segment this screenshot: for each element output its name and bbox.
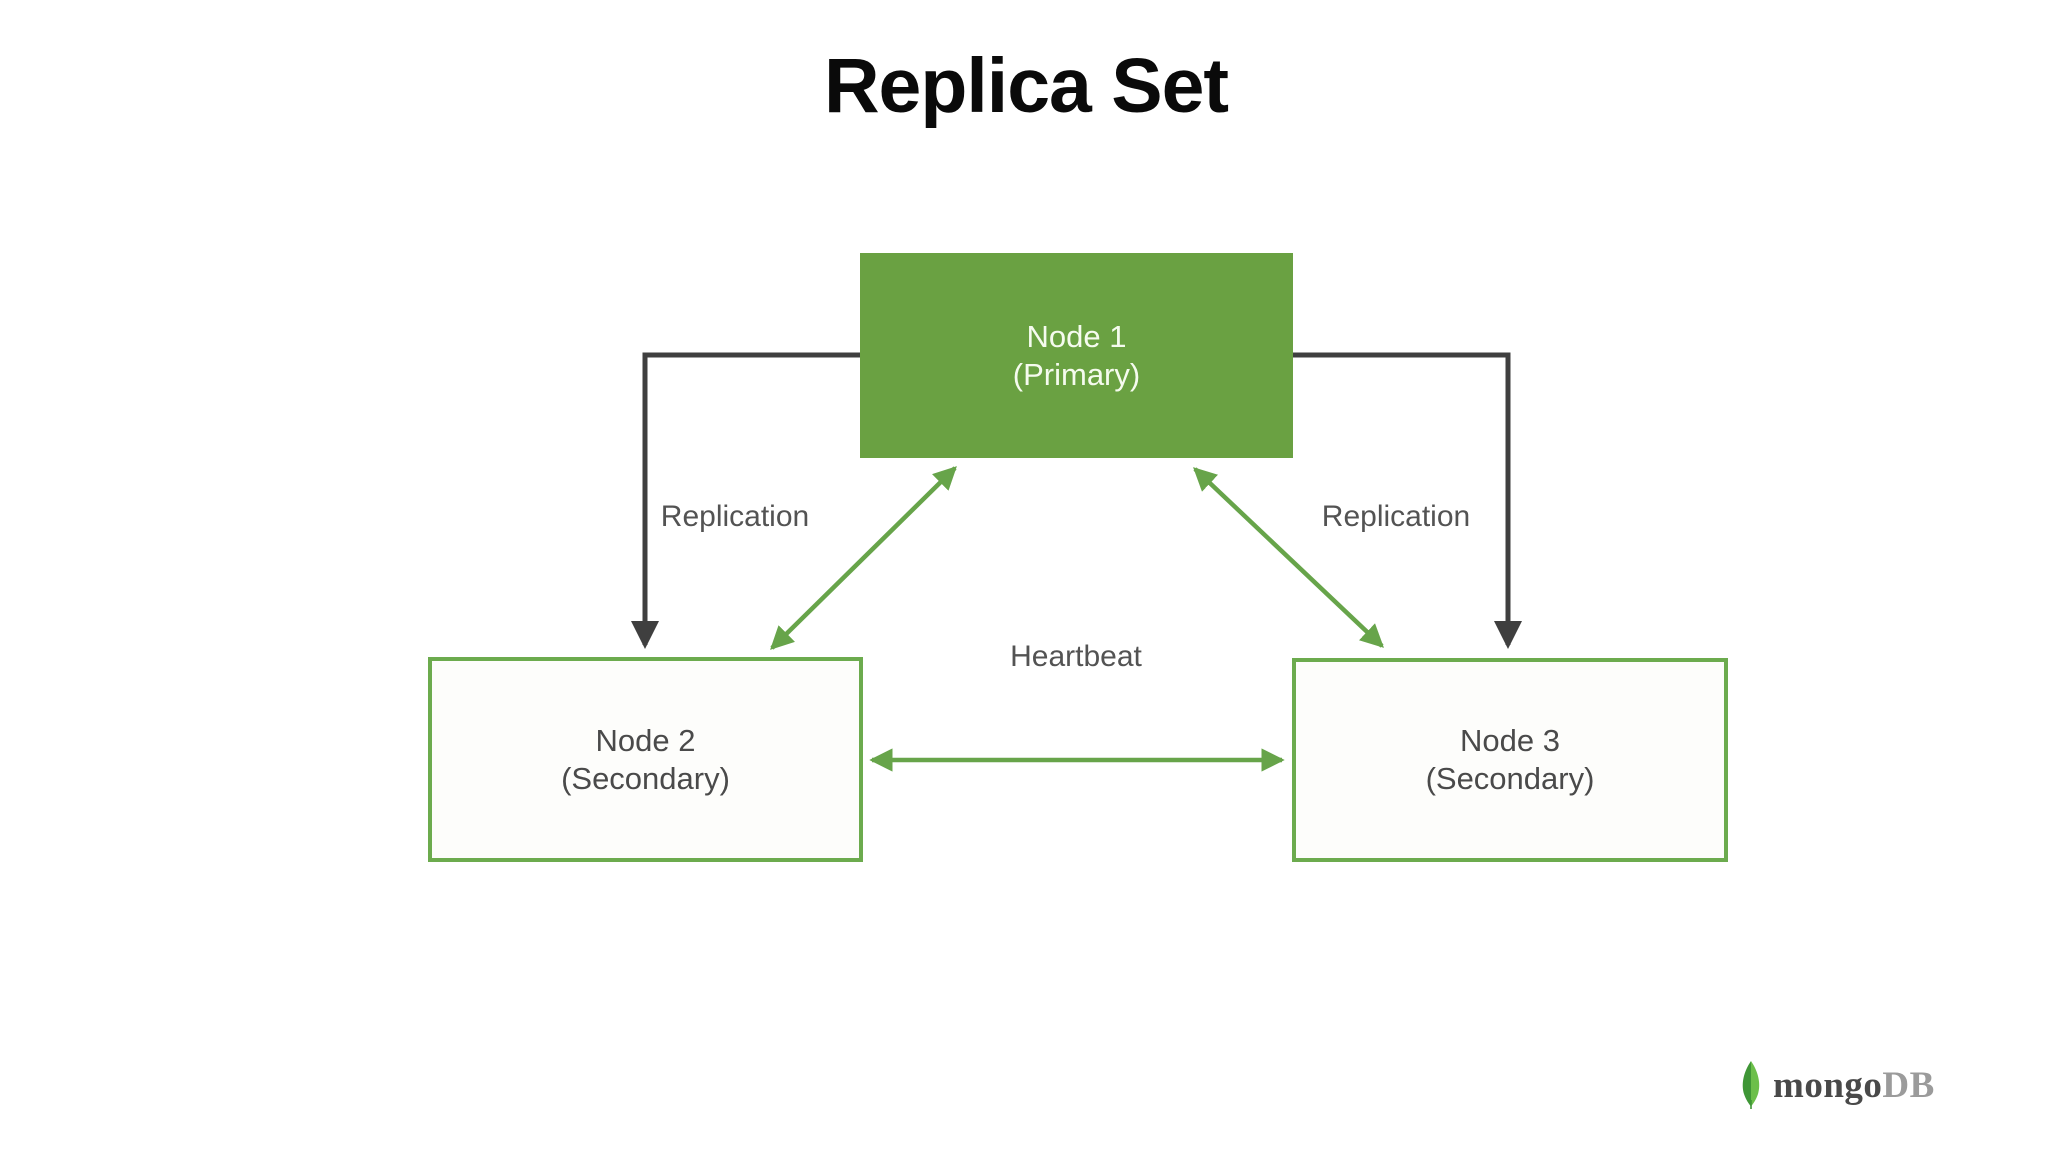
node-2-name: Node 2 xyxy=(595,722,696,758)
node-1-name: Node 1 xyxy=(1026,318,1127,354)
node-2-secondary-box: Node 2 (Secondary) xyxy=(428,657,863,862)
mongodb-wordmark: mongoDB xyxy=(1773,1064,1935,1107)
node-3-name: Node 3 xyxy=(1460,723,1560,758)
logo-text-mongo: mongo xyxy=(1773,1064,1883,1106)
node-1-primary-box: Node 1 (Primary) xyxy=(860,253,1293,458)
node-3-role: (Secondary) xyxy=(1425,761,1595,796)
heartbeat-label: Heartbeat xyxy=(1010,640,1142,673)
replication-label-right: Replication xyxy=(1321,500,1471,533)
logo-text-db: DB xyxy=(1882,1064,1935,1106)
node-3-secondary-box: Node 3 (Secondary) xyxy=(1292,658,1728,862)
mongodb-logo: mongoDB xyxy=(1736,1060,1935,1110)
node-1-role: (Primary) xyxy=(1012,356,1141,392)
sync-arrow-node1-node3 xyxy=(1193,467,1384,648)
page-title: Replica Set xyxy=(823,43,1229,129)
sync-arrow-node1-node2 xyxy=(770,466,957,650)
replication-label-left: Replication xyxy=(660,500,810,533)
mongodb-leaf-icon xyxy=(1742,1061,1760,1109)
node-2-role: (Secondary) xyxy=(561,760,730,796)
